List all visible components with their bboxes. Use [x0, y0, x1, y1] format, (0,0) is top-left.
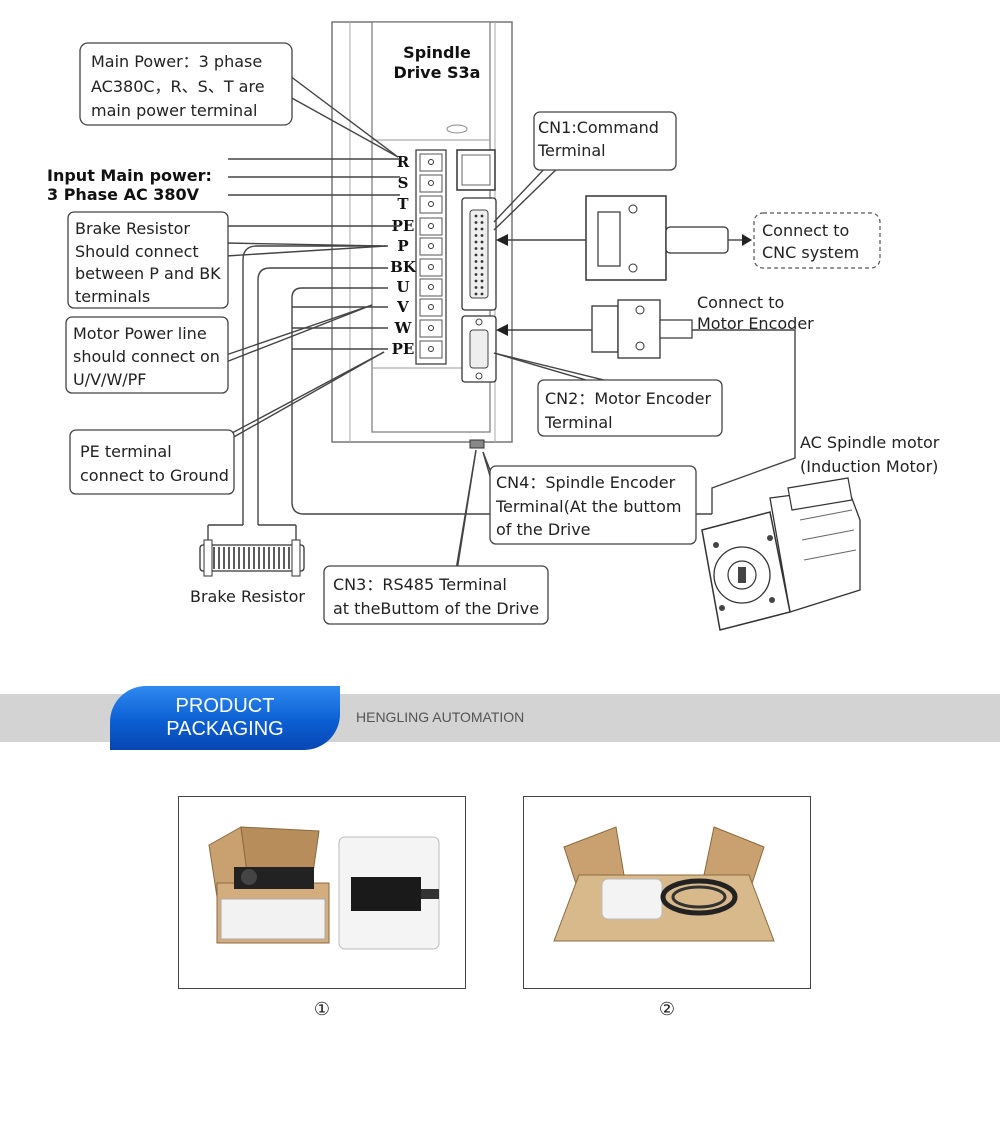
spindle-motor-icon — [701, 477, 861, 631]
signal-arrows — [496, 234, 592, 336]
svg-text:(Induction Motor): (Induction Motor) — [800, 457, 938, 476]
svg-text:main power terminal: main power terminal — [91, 101, 257, 120]
callout-brake: Brake Resistor Should connect between P … — [67, 211, 229, 309]
svg-text:of the Drive: of the Drive — [496, 520, 591, 539]
section-tab-line1: PRODUCT — [175, 695, 275, 717]
label-spindle-motor: AC Spindle motor (Induction Motor) — [800, 433, 940, 476]
spindle-drive: Spindle Drive S3a — [331, 21, 513, 449]
svg-text:should connect on: should connect on — [73, 347, 220, 366]
section-tab-product-packaging: PRODUCT PACKAGING — [110, 686, 340, 750]
svg-text:between P and BK: between P and BK — [75, 264, 221, 283]
svg-text:PE terminal: PE terminal — [80, 442, 172, 461]
terminal-label-v: V — [396, 298, 409, 316]
callout-pe-ground: PE terminal connect to Ground — [69, 429, 235, 495]
brake-resistor-wires — [207, 245, 388, 545]
svg-text:terminals: terminals — [75, 287, 150, 306]
motor-power-wires — [291, 287, 712, 515]
svg-text:Main Power：3 phase: Main Power：3 phase — [91, 52, 262, 71]
cn2-plug — [591, 299, 796, 514]
svg-text:Brake Resistor: Brake Resistor — [75, 219, 190, 238]
svg-text:Motor Power line: Motor Power line — [73, 324, 207, 343]
svg-text:U/V/W/PF: U/V/W/PF — [73, 370, 147, 389]
label-motor-encoder: Connect to Motor Encoder — [697, 293, 814, 333]
photo-number-2: ② — [658, 999, 676, 1020]
terminal-label-t: T — [397, 195, 409, 213]
svg-text:Terminal: Terminal — [544, 413, 613, 432]
svg-text:Terminal(At the buttom: Terminal(At the buttom — [495, 497, 681, 516]
terminal-labels: RST PE P BK UVW PE — [390, 153, 417, 358]
svg-text:Connect to: Connect to — [697, 293, 784, 312]
cn1-plug — [585, 195, 752, 281]
drive-title-line2: Drive S3a — [394, 63, 481, 82]
packaging-photo-2 — [523, 796, 811, 989]
callout-cn4: CN4：Spindle Encoder Terminal(At the butt… — [489, 465, 697, 545]
drive-title-line1: Spindle — [403, 43, 471, 62]
svg-text:CN3：RS485 Terminal: CN3：RS485 Terminal — [333, 575, 507, 594]
svg-text:Terminal: Terminal — [537, 141, 606, 160]
company-name: HENGLING AUTOMATION — [356, 709, 525, 725]
svg-text:CN4：Spindle Encoder: CN4：Spindle Encoder — [496, 473, 676, 492]
svg-text:Connect to: Connect to — [762, 221, 849, 240]
terminal-label-s: S — [398, 174, 409, 192]
packaging-photo-1 — [178, 796, 466, 989]
callout-motor-power: Motor Power line should connect on U/V/W… — [65, 316, 229, 394]
terminal-label-pe: PE — [392, 217, 415, 235]
callout-cn1: CN1:Command Terminal — [533, 111, 677, 171]
wiring-diagram: Spindle Drive S3a RST PE P BK UVW PE Input Ma… — [47, 21, 940, 631]
svg-text:AC380C，R、S、T are: AC380C，R、S、T are — [91, 77, 265, 96]
terminal-label-pe: PE — [392, 340, 415, 358]
brake-resistor-label: Brake Resistor — [190, 587, 305, 606]
callout-cn2: CN2：Motor Encoder Terminal — [537, 379, 723, 437]
terminal-label-p: P — [397, 237, 408, 255]
svg-text:Motor Encoder: Motor Encoder — [697, 314, 814, 333]
terminal-label-w: W — [394, 319, 413, 337]
svg-text:connect to Ground: connect to Ground — [80, 466, 229, 485]
callout-cnc: Connect to CNC system — [753, 212, 881, 269]
svg-text:CN1:Command: CN1:Command — [538, 118, 659, 137]
terminal-label-r: R — [397, 153, 410, 171]
terminal-label-bk: BK — [390, 258, 417, 276]
svg-text:Should connect: Should connect — [75, 242, 199, 261]
callout-main-power: Main Power：3 phase AC380C，R、S、T are main… — [79, 42, 293, 126]
section-tab-line2: PACKAGING — [166, 718, 284, 740]
input-power-line1: Input Main power: — [47, 166, 212, 185]
photo-number-1: ① — [313, 999, 331, 1020]
svg-text:at theButtom of the Drive: at theButtom of the Drive — [333, 599, 539, 618]
terminal-label-u: U — [396, 278, 409, 296]
svg-text:CNC system: CNC system — [762, 243, 859, 262]
input-power-line2: 3 Phase AC 380V — [47, 185, 200, 204]
brake-resistor-icon — [199, 539, 305, 577]
callout-cn3: CN3：RS485 Terminal at theButtom of the D… — [323, 565, 549, 625]
svg-text:AC Spindle motor: AC Spindle motor — [800, 433, 940, 452]
svg-text:CN2：Motor Encoder: CN2：Motor Encoder — [545, 389, 711, 408]
